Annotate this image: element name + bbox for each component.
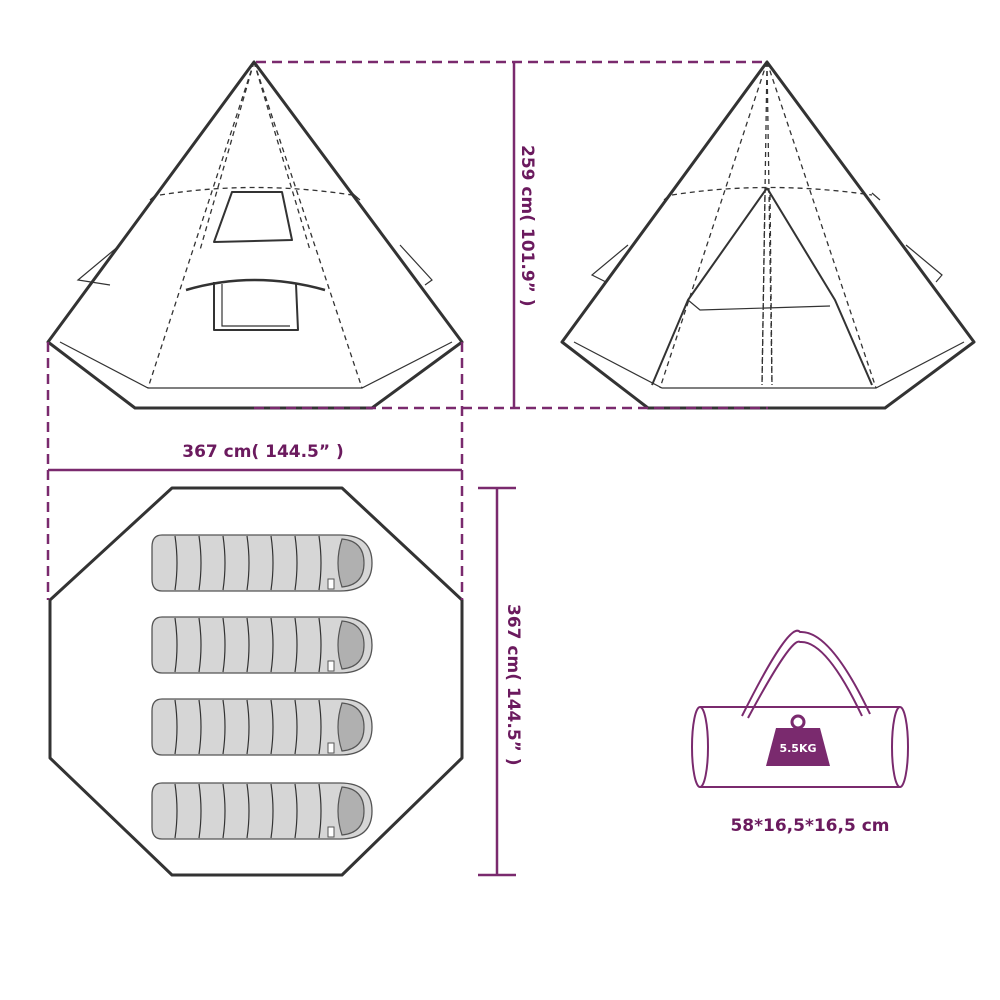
carry-bag: 5.5KG xyxy=(691,629,909,788)
tent-front-view xyxy=(46,60,464,410)
height-label: 259 cm( 101.9” ) xyxy=(517,145,537,307)
sleeping-bag xyxy=(151,534,373,592)
weight-label: 5.5KG xyxy=(779,742,816,755)
weight-icon: 5.5KG xyxy=(766,714,830,766)
dimension-lines xyxy=(46,60,768,877)
sleeping-bag xyxy=(151,782,373,840)
width-label: 367 cm( 144.5” ) xyxy=(182,442,344,462)
depth-label: 367 cm( 144.5” ) xyxy=(503,604,523,766)
tent-open-view xyxy=(560,60,976,410)
sleeping-bags xyxy=(151,534,373,840)
sleeping-bag xyxy=(151,698,373,756)
tent-floor-plan xyxy=(48,486,464,877)
bag-size-label: 58*16,5*16,5 cm xyxy=(730,816,889,836)
sleeping-bag xyxy=(151,616,373,674)
